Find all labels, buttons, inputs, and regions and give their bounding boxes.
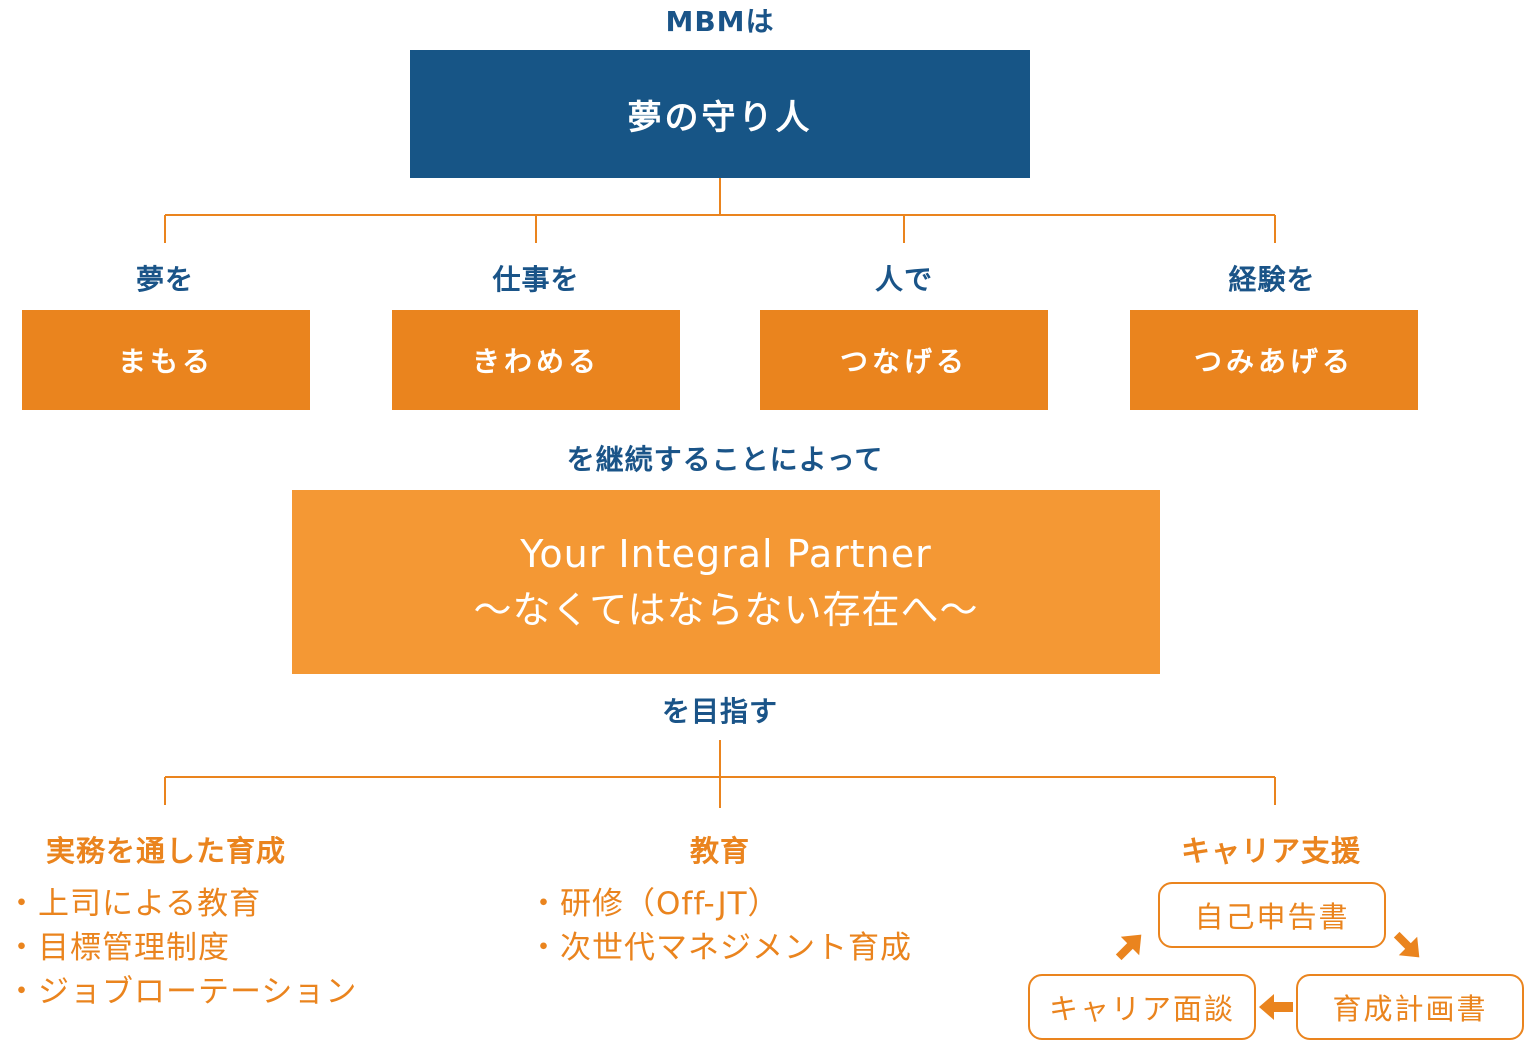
cycle-box-career-interview: キャリア面談 [1028,974,1256,1040]
arrow-down-right-icon [1393,931,1420,958]
bullet-item: ・次世代マネジメント育成 [528,930,912,966]
bullet-item: ・ジョブローテーション [6,974,358,1010]
pillar-title-3: キャリア支援 [1180,834,1361,868]
value-label-3: 人で [874,263,933,296]
value-label-2: 仕事を [492,263,580,296]
arrow-left-icon [1259,994,1293,1020]
value-box-2: きわめる [392,310,680,410]
mbm-caption: MBMは [665,5,775,38]
value-box-1: まもる [22,310,310,410]
pillar-title-2: 教育 [689,834,750,868]
value-box-3: つなげる [760,310,1048,410]
goal-box: Your Integral Partner ～なくてはならない存在へ～ [292,490,1160,674]
bullet-item: ・研修（Off-JT） [528,886,780,922]
aim-caption: を目指す [661,695,778,728]
pillar-title-1: 実務を通した育成 [45,834,286,868]
goal-line-2: ～なくてはならない存在へ～ [473,588,979,632]
bullet-item: ・上司による教育 [6,886,262,922]
value-box-4: つみあげる [1130,310,1418,410]
cycle-box-self-report: 自己申告書 [1158,882,1386,948]
value-label-4: 経験を [1228,263,1316,296]
goal-line-1: Your Integral Partner [520,532,932,576]
arrow-up-right-icon [1115,934,1142,961]
value-label-1: 夢を [135,263,194,296]
cycle-box-development-plan: 育成計画書 [1296,974,1524,1040]
continuation-caption: を継続することによって [566,443,884,476]
top-title-box: 夢の守り人 [410,50,1030,178]
bullet-item: ・目標管理制度 [6,930,230,966]
